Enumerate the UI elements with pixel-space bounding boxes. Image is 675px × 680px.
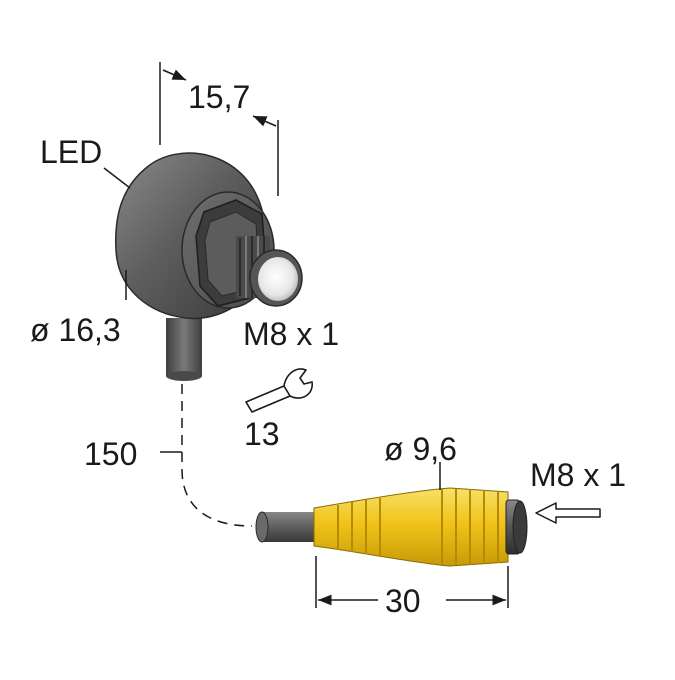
connector-cable-stub [255,511,322,543]
label-connector-diameter: ø 9,6 [384,431,457,467]
dim-sensor-depth [159,62,279,196]
wrench-icon [245,368,313,413]
arrow-left-icon [535,502,601,524]
label-sensor-depth: 15,7 [188,79,250,115]
connector-grip-rings [337,489,499,565]
led-leader [103,167,131,189]
sensor-cable-stub [166,318,202,381]
label-led: LED [40,134,102,170]
label-sensor-thread: M8 x 1 [243,316,339,352]
dim-connector-length [315,556,509,608]
label-connector-length: 30 [385,583,421,619]
label-connector-thread: M8 x 1 [530,457,626,493]
connector-cap [505,499,528,555]
label-wrench-size: 13 [244,416,280,452]
connector-body [313,487,509,567]
cable-run [181,384,253,527]
label-sensor-diameter: ø 16,3 [30,312,121,348]
sensor-lens [249,249,303,307]
label-cable-length: 150 [84,436,137,472]
